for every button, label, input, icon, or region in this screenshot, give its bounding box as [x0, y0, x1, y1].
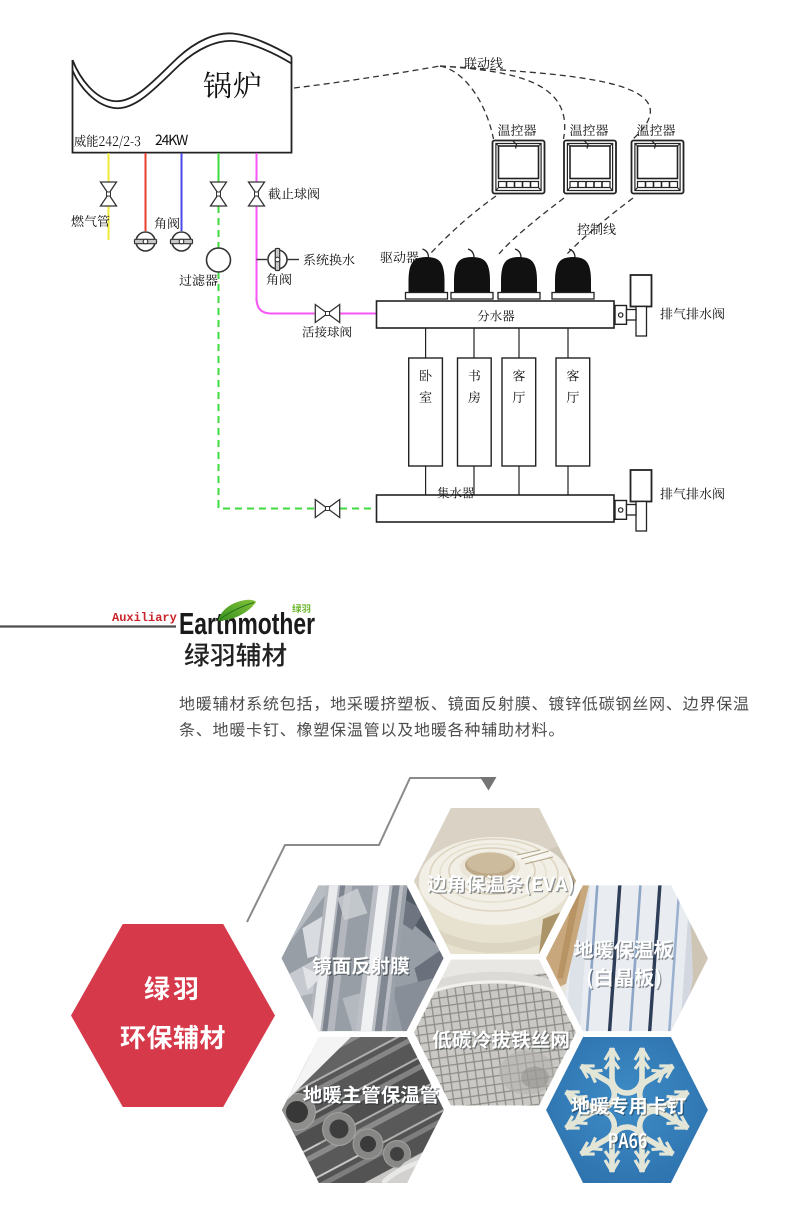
svg-text:Auxiliary: Auxiliary [112, 611, 177, 625]
svg-text:Earthmother: Earthmother [179, 606, 315, 641]
